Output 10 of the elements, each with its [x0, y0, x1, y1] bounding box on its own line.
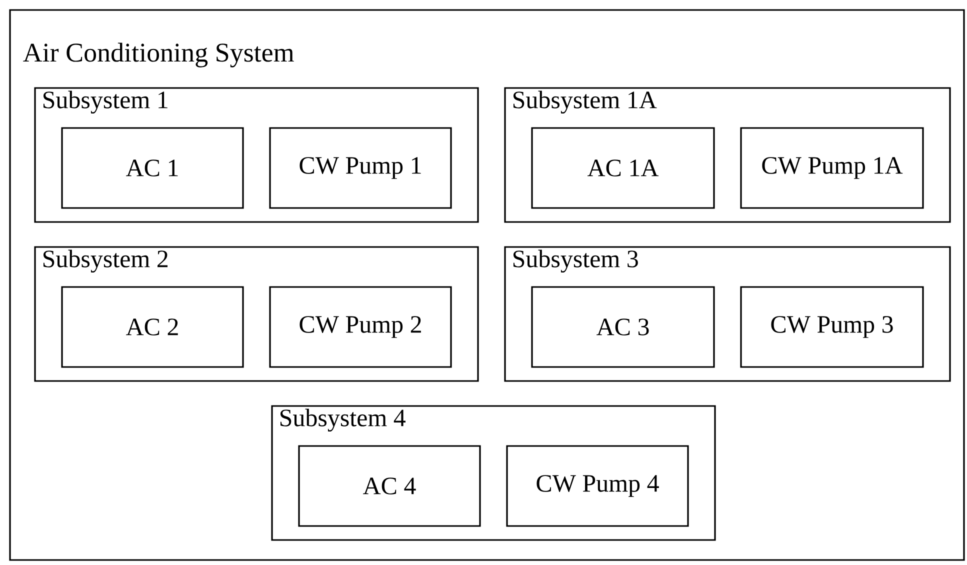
component-box: CW Pump 2 — [269, 286, 452, 368]
component-box: CW Pump 4 — [506, 445, 689, 527]
component-box: AC 1A — [531, 127, 715, 209]
component-box: AC 2 — [61, 286, 244, 368]
component-box: AC 3 — [531, 286, 715, 368]
component-box: CW Pump 1 — [269, 127, 452, 209]
component-box: CW Pump 3 — [740, 286, 924, 368]
component-box: CW Pump 1A — [740, 127, 924, 209]
component-box: AC 1 — [61, 127, 244, 209]
component-box: AC 4 — [298, 445, 481, 527]
